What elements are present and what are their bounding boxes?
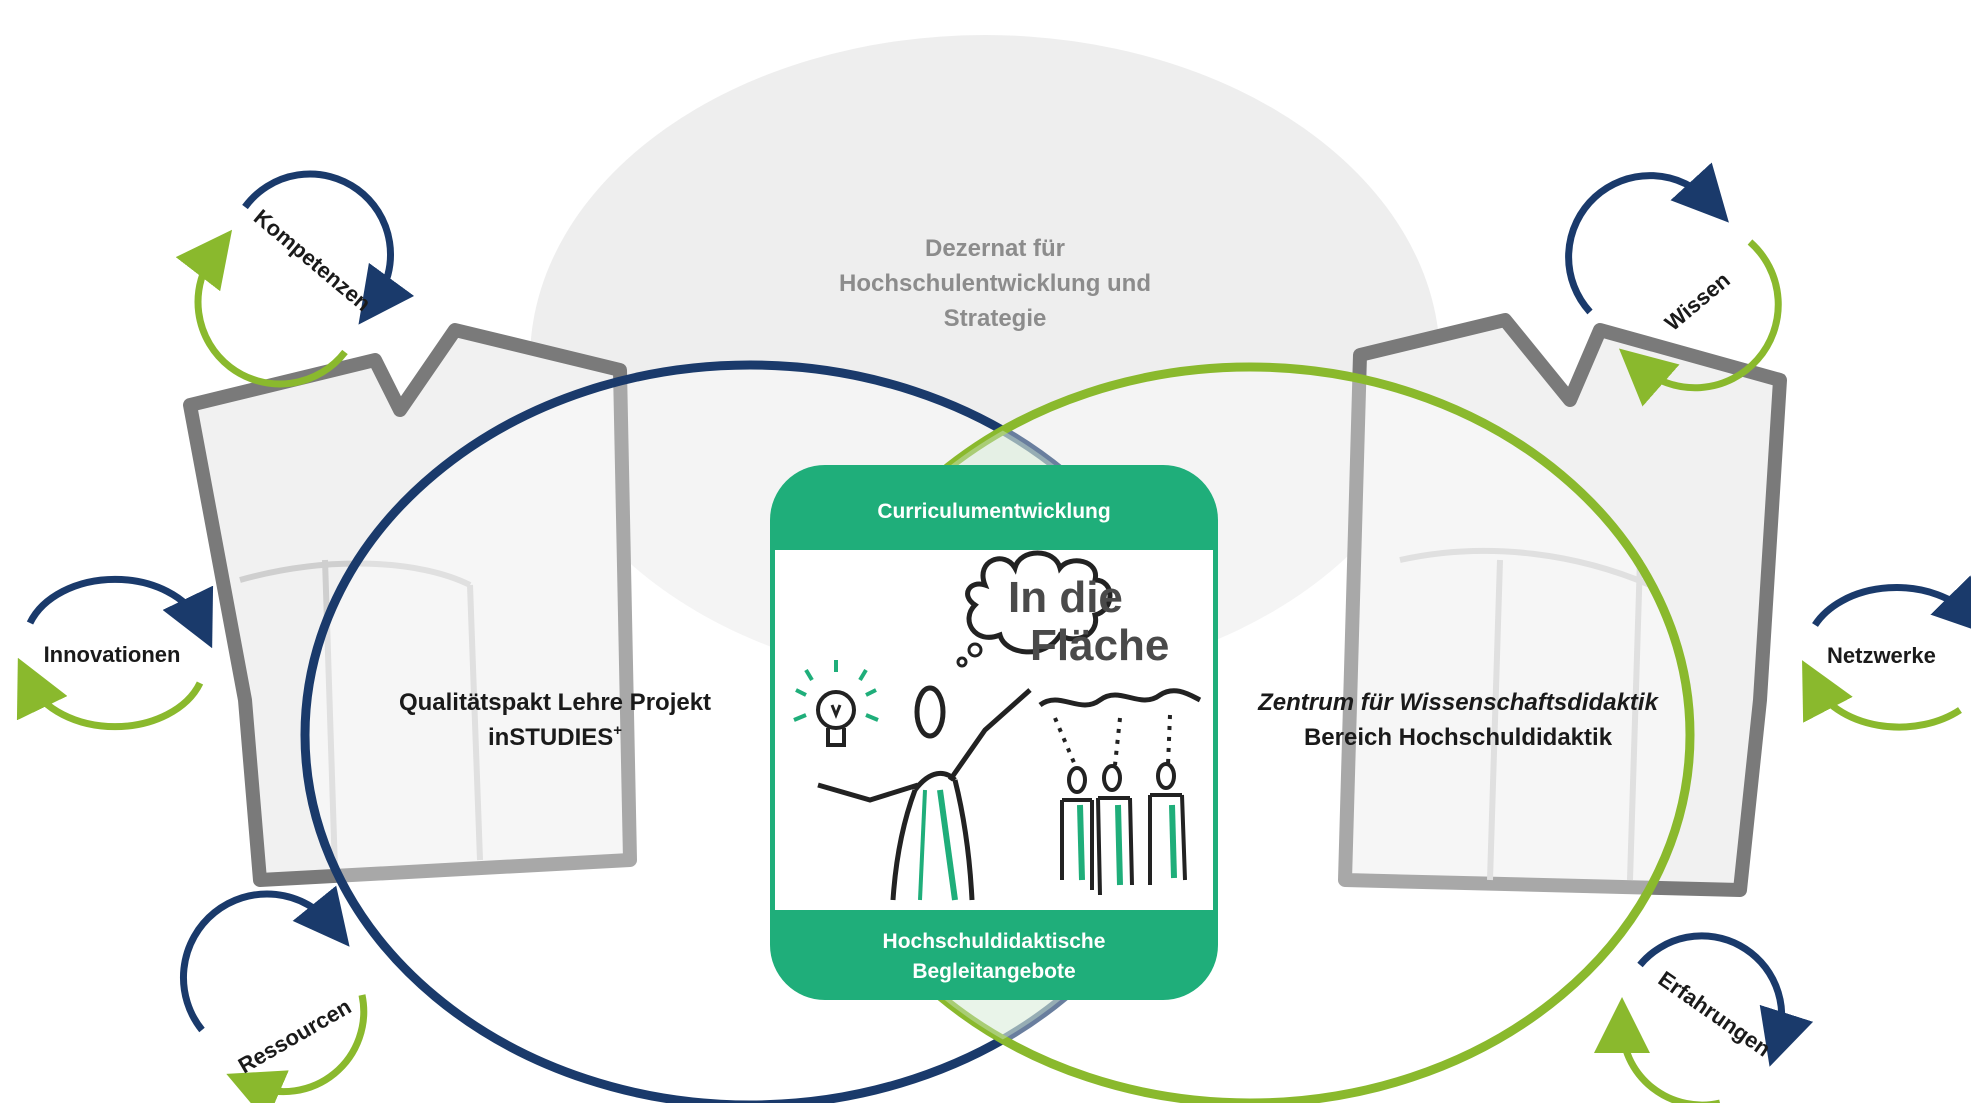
illustration: In die Fläche xyxy=(793,550,1202,901)
instudies-superscript: + xyxy=(613,722,622,739)
cycle-label-innovationen: Innovationen xyxy=(44,642,181,667)
cycle-label-erfahrungen: Erfahrungen xyxy=(1654,966,1775,1062)
cycle-arrows-icon xyxy=(1618,239,1782,407)
instudies-label-line2: inSTUDIES+ xyxy=(488,722,622,751)
left-people-background xyxy=(183,323,637,887)
center-box-footer-line2: Begleitangebote xyxy=(912,960,1075,983)
thought-bubble-icon xyxy=(967,642,983,658)
thought-cloud-icon xyxy=(965,550,1113,655)
cycle-arrows-icon xyxy=(26,575,214,649)
center-box-illustration-area xyxy=(775,550,1213,910)
instudies-label-line1: Qualitätspakt Lehre Projekt xyxy=(399,689,711,716)
zentrum-label-line1: Zentrum für Wissenschaftsdidaktik xyxy=(1257,689,1660,716)
cycle-erfahrungen: Erfahrungen xyxy=(1594,932,1814,1103)
cycle-arrows-icon xyxy=(1594,997,1720,1103)
right-people-lines xyxy=(1399,547,1652,881)
dezernat-label-line1: Dezernat für xyxy=(925,235,1065,262)
cycle-netzwerke: Netzwerke xyxy=(1802,575,1971,731)
illustration-title-line2: Fläche xyxy=(1030,621,1169,670)
presenter-figure-icon xyxy=(817,685,1032,901)
light-bulb-icon xyxy=(793,660,879,747)
cycle-innovationen: Innovationen xyxy=(16,575,214,731)
cycle-ressourcen: Ressourcen xyxy=(180,885,368,1103)
cycle-label-ressourcen: Ressourcen xyxy=(234,994,356,1079)
center-box: Curriculumentwicklung Hochschuldidaktisc… xyxy=(770,465,1218,1000)
dezernat-label-line2: Hochschulentwicklung und xyxy=(839,270,1151,297)
right-people-background xyxy=(1338,313,1787,897)
instudies-name: inSTUDIES xyxy=(488,724,613,751)
cycle-arrows-icon xyxy=(1565,162,1729,315)
center-box-header: Curriculumentwicklung xyxy=(877,500,1110,523)
thought-bubble-icon xyxy=(956,656,968,668)
cycle-arrows-icon xyxy=(226,994,368,1103)
cycle-label-netzwerke: Netzwerke xyxy=(1827,643,1936,668)
audience-figures-icon xyxy=(1053,714,1187,896)
cycle-arrows-icon xyxy=(1637,932,1814,1067)
cycle-arrows-icon xyxy=(1812,575,1971,635)
illustration-title-line1: In die xyxy=(1008,573,1123,622)
center-box-footer-line1: Hochschuldidaktische xyxy=(883,930,1106,953)
cycle-arrows-icon xyxy=(180,885,350,1033)
cycle-label-kompetenzen: Kompetenzen xyxy=(249,204,376,316)
cycle-kompetenzen: Kompetenzen xyxy=(175,170,415,388)
cycle-label-wissen: Wissen xyxy=(1660,267,1735,336)
zentrum-label-line2: Bereich Hochschuldidaktik xyxy=(1304,724,1613,751)
cycle-arrows-icon xyxy=(242,170,415,325)
dezernat-label-line3: Strategie xyxy=(944,305,1047,332)
speech-wave-icon xyxy=(1038,688,1202,708)
cycle-arrows-icon xyxy=(16,657,204,731)
cycle-arrows-icon xyxy=(175,229,348,388)
cycle-arrows-icon xyxy=(1802,660,1962,731)
